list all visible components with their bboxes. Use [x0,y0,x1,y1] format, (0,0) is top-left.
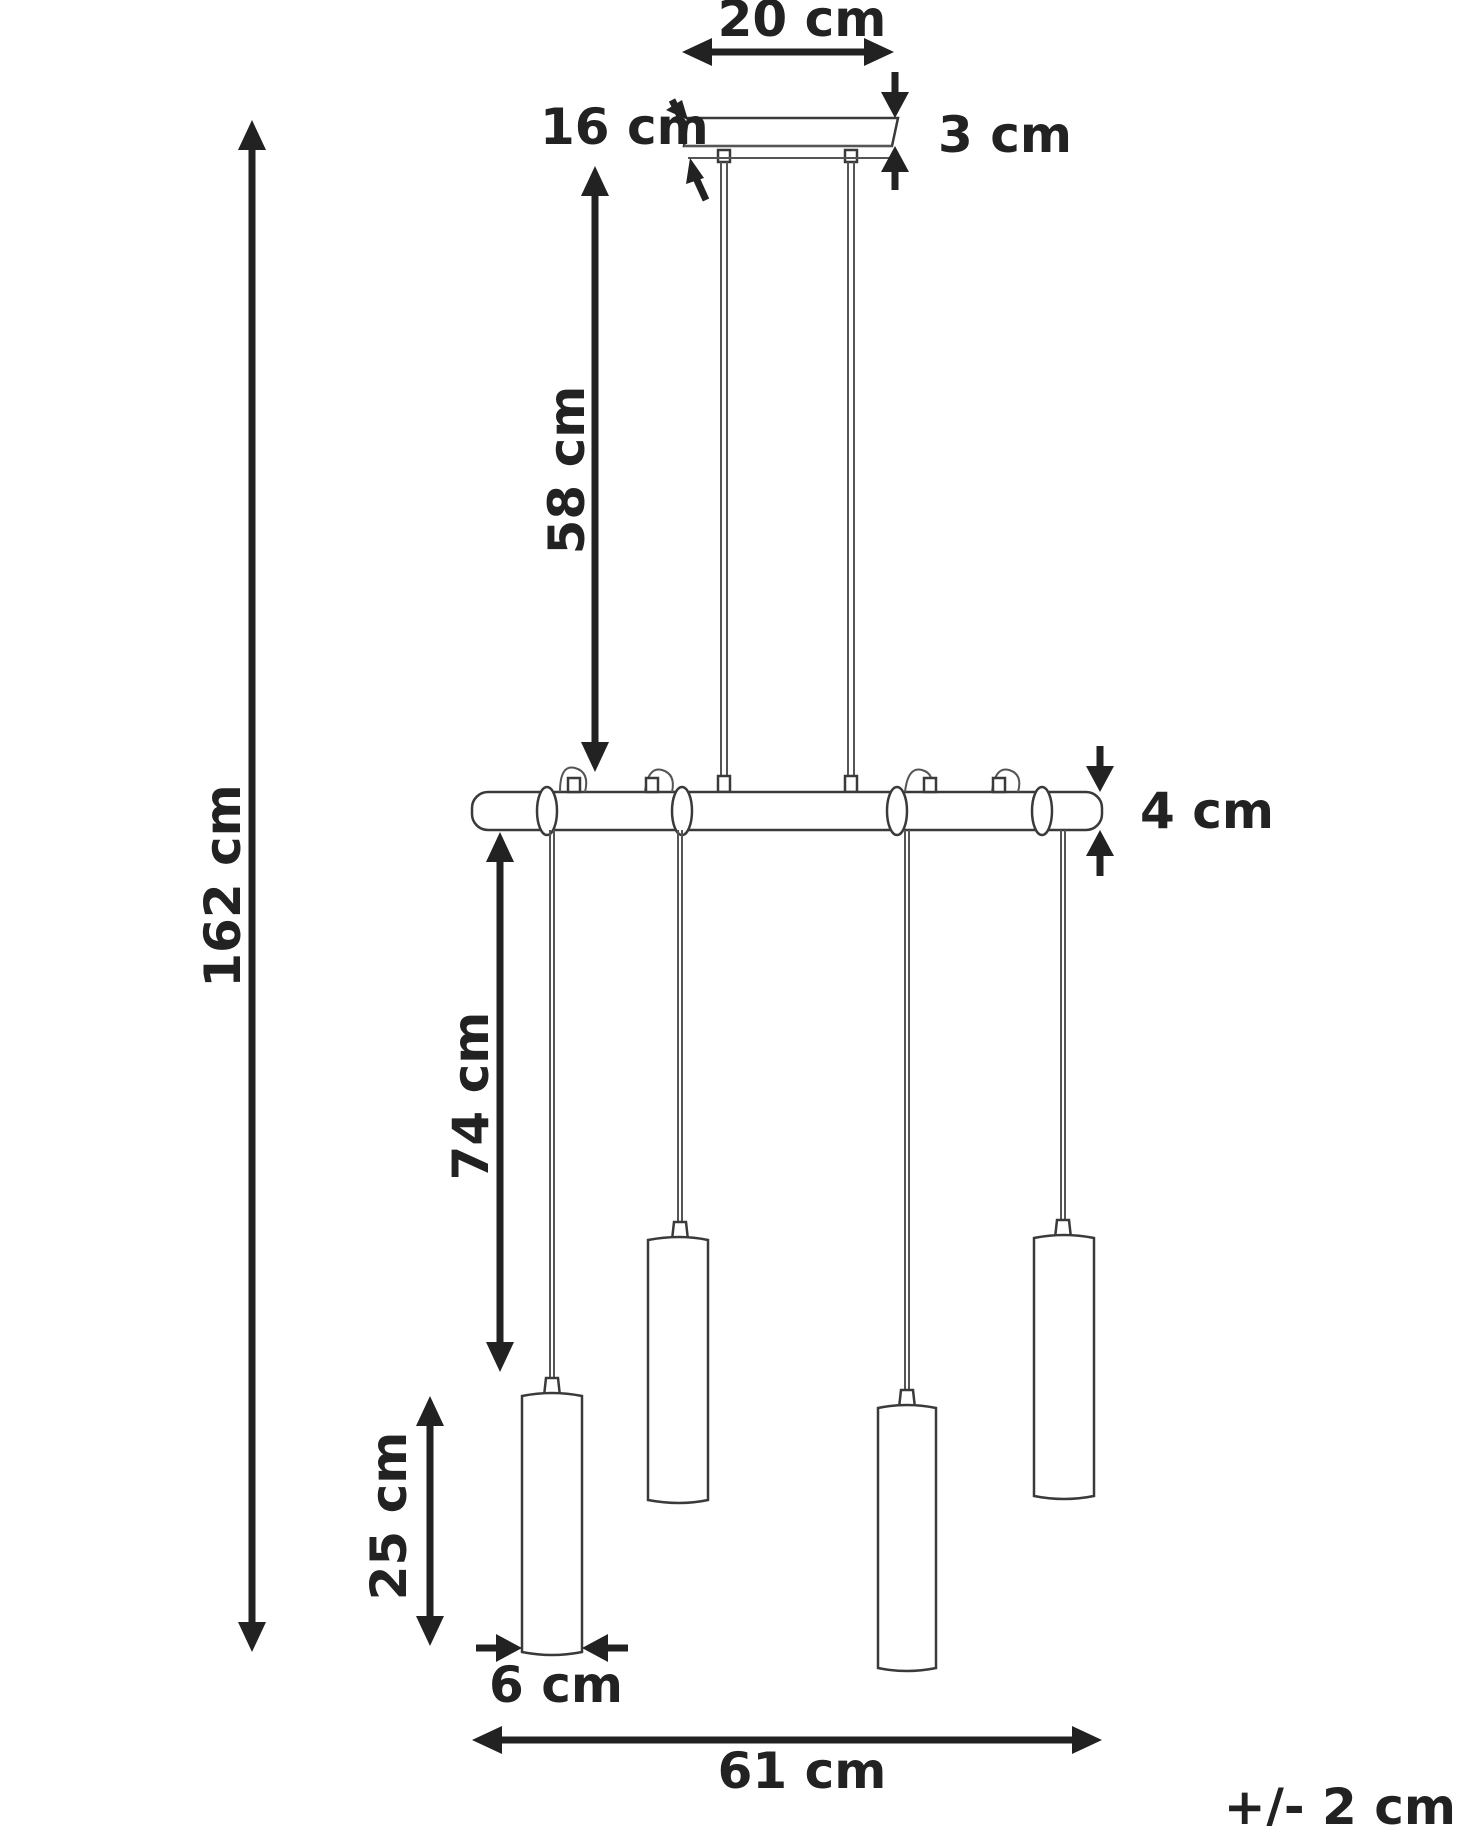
dim-total-height-arrow [238,120,266,1652]
dim-bar-height-arrow [1086,746,1114,876]
label-canopy-height: 3 cm [938,106,1072,164]
label-suspension-length: 58 cm [538,386,596,555]
canopy [682,116,900,164]
dim-canopy-height-arrow [881,72,909,190]
label-shade-diameter: 6 cm [489,1656,623,1714]
dim-shade-height-arrow [416,1396,444,1646]
label-tolerance: +/- 2 cm [1224,1778,1456,1826]
label-canopy-width: 20 cm [718,0,887,48]
dim-canopy-depth-arrow [666,98,710,202]
label-shade-height: 25 cm [360,1432,418,1601]
suspension-wires [716,162,859,794]
dim-suspension-arrow [581,166,609,772]
label-total-width: 61 cm [718,1742,887,1800]
pendant-shade-3 [876,1388,938,1673]
dim-total-width-arrow [472,1726,1102,1754]
label-canopy-depth: 16 cm [540,98,709,156]
label-cord-length: 74 cm [442,1012,500,1181]
pendant-shade-4 [1032,1218,1096,1501]
pendant-cords [549,830,1066,1390]
dim-cord-length-arrow [486,832,514,1372]
dim-canopy-width-arrow [682,38,894,66]
dim-shade-diameter-arrow [476,1634,628,1662]
light-bar [470,766,1104,837]
label-total-height: 162 cm [194,784,252,988]
pendant-shade-2 [646,1220,710,1505]
pendant-shade-1 [520,1376,584,1657]
label-bar-height: 4 cm [1140,782,1274,840]
